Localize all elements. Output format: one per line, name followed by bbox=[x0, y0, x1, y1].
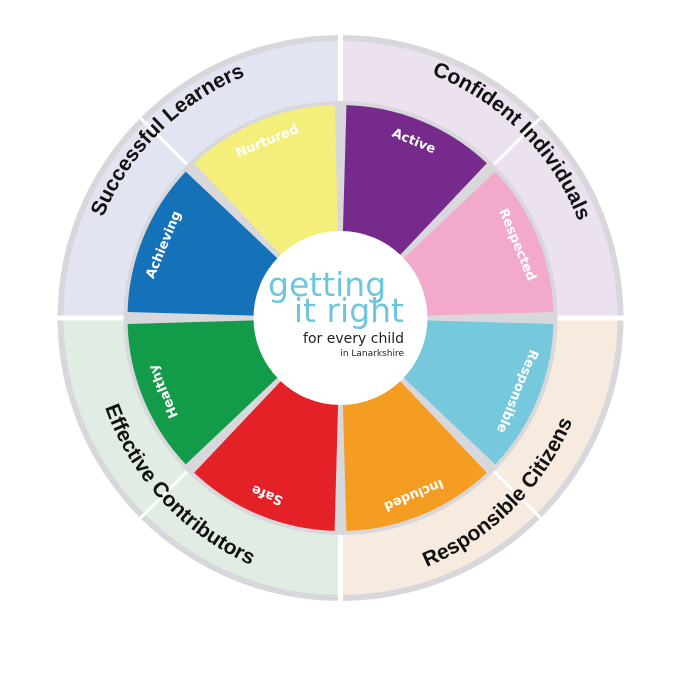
segment-responsible bbox=[402, 320, 554, 465]
ring-divider bbox=[139, 470, 189, 520]
segment-safe bbox=[194, 379, 339, 531]
segment-achieving bbox=[127, 171, 279, 316]
quadrant-confident-individuals bbox=[340, 41, 618, 318]
quadrant-successful-learners bbox=[63, 41, 341, 318]
center-subtitle: for every child bbox=[303, 331, 404, 347]
center-title-line1: getting bbox=[268, 265, 386, 304]
ring-divider bbox=[139, 116, 189, 166]
segment-healthy bbox=[127, 320, 279, 465]
center-circle bbox=[253, 231, 428, 405]
segment-nurtured bbox=[194, 105, 339, 257]
segment-respected bbox=[402, 171, 554, 316]
ring-divider bbox=[492, 470, 542, 520]
center-title-line2: it right bbox=[294, 291, 404, 330]
quadrant-responsible-citizens bbox=[340, 318, 618, 595]
ring-divider bbox=[492, 116, 542, 166]
segment-included bbox=[342, 379, 487, 531]
center-location: in Lanarkshire bbox=[340, 349, 404, 359]
segment-active bbox=[342, 105, 487, 257]
quadrant-effective-contributors bbox=[63, 318, 341, 595]
